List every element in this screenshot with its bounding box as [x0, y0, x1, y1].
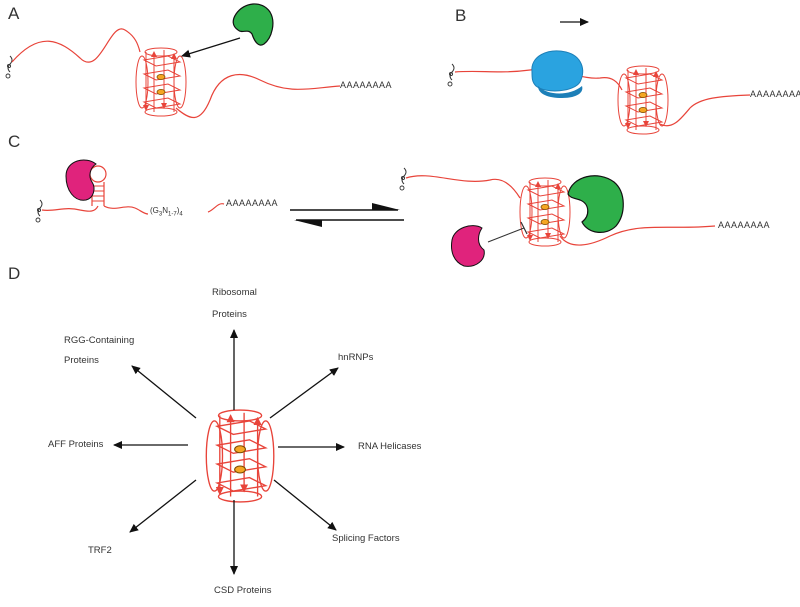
panel-label-c: C	[8, 132, 21, 151]
inhibition-line	[487, 227, 525, 243]
panel-label-d: D	[8, 264, 21, 283]
mrna-strand-b-3prime	[659, 94, 751, 127]
green-protein-icon	[232, 3, 274, 46]
arrow-rgg	[131, 365, 197, 419]
green-protein-icon	[567, 175, 624, 233]
five-prime-cap-icon	[35, 199, 43, 223]
poly-a-tail: AAAAAAAA	[750, 89, 800, 99]
label-rgg-proteins: RGG-Containing Proteins	[64, 334, 134, 368]
panel-label-a: A	[8, 4, 20, 23]
five-prime-cap-icon	[447, 63, 455, 87]
label-line: Ribosomal	[212, 287, 257, 298]
five-prime-cap-icon	[399, 167, 407, 191]
mrna-strand-c-right-3prime	[559, 225, 716, 246]
label-line: Proteins	[212, 309, 247, 320]
ribosome-small-subunit-icon	[538, 86, 583, 98]
label-aff-proteins: AFF Proteins	[48, 439, 104, 450]
g-quadruplex-motif-label: (G3N1-7)4	[150, 206, 183, 218]
poly-a-tail: AAAAAAAA	[718, 220, 771, 230]
label-ribosomal-proteins: Ribosomal Proteins	[212, 286, 257, 322]
g-quadruplex-icon	[206, 410, 273, 502]
label-csd-proteins: CSD Proteins	[214, 585, 272, 596]
label-hnrnps: hnRNPs	[338, 352, 374, 363]
label-line: Proteins	[64, 355, 99, 366]
label-line: RGG-Containing	[64, 335, 135, 346]
panel-a	[5, 3, 341, 119]
panel-c	[35, 159, 716, 267]
magenta-protein-icon	[451, 225, 485, 267]
label-rna-helicases: RNA Helicases	[358, 441, 422, 452]
binding-arrow-a	[181, 37, 241, 58]
g-quadruplex-icon	[136, 48, 186, 116]
panel-label-b: B	[455, 6, 467, 25]
arrow-trf2	[129, 479, 197, 533]
mrna-strand-c-mid	[103, 205, 149, 215]
magenta-protein-icon	[65, 159, 97, 201]
ribosome-large-subunit-icon	[531, 50, 584, 92]
equilibrium-arrows	[290, 203, 404, 227]
panel-b	[447, 18, 751, 134]
mrna-strand-a-3prime	[175, 73, 341, 119]
poly-a-tail: AAAAAAAA	[226, 198, 279, 208]
poly-a-tail: AAAAAAAA	[340, 80, 393, 90]
five-prime-cap-icon	[5, 55, 13, 79]
mrna-strand-c-right	[405, 175, 521, 199]
mrna-strand-c-left	[41, 205, 99, 212]
mrna-strand-a	[11, 28, 141, 63]
panel-d	[113, 329, 345, 575]
g-quadruplex-icon	[520, 178, 570, 246]
label-trf2: TRF2	[88, 545, 112, 556]
arrow-hnrnps	[269, 367, 339, 419]
arrow-splicing	[273, 479, 337, 531]
inhibition-bar	[520, 221, 528, 235]
mrna-strand-c-tail	[207, 203, 225, 213]
label-splicing-factors: Splicing Factors	[332, 533, 400, 544]
